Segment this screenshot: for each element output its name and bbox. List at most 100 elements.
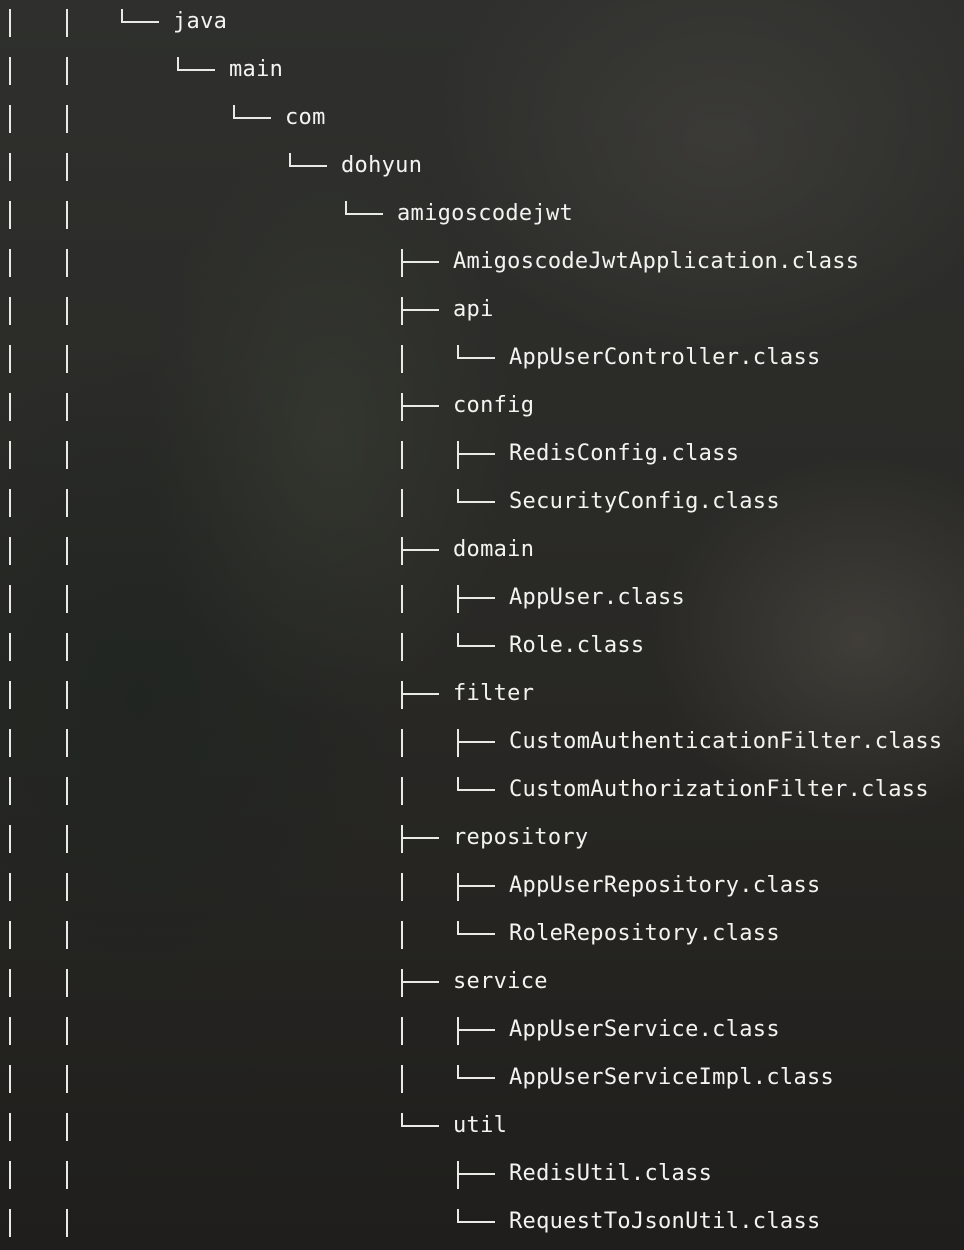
tree-row: service <box>0 960 964 1008</box>
tree-folder-name[interactable]: repository <box>453 825 589 850</box>
tree-file-name[interactable]: RedisUtil.class <box>509 1161 713 1186</box>
tree-guide-line <box>401 873 403 901</box>
tree-file-name[interactable]: AppUser.class <box>509 585 686 610</box>
tree-row: AppUserRepository.class <box>0 864 964 912</box>
tree-file-name[interactable]: RequestToJsonUtil.class <box>509 1209 821 1234</box>
tree-row: AppUserServiceImpl.class <box>0 1056 964 1104</box>
tree-file-name[interactable]: AmigoscodeJwtApplication.class <box>453 249 860 274</box>
tree-row: java <box>0 0 964 48</box>
tree-folder-name[interactable]: domain <box>453 537 535 562</box>
tree-guide-line <box>9 537 11 565</box>
tree-guide-line <box>9 153 11 181</box>
tree-guide-line <box>66 537 68 565</box>
tree-guide-line <box>66 729 68 757</box>
tree-file-name[interactable]: AppUserService.class <box>509 1017 780 1042</box>
tree-guide-line <box>9 1209 11 1237</box>
tree-row: AppUserService.class <box>0 1008 964 1056</box>
tree-file-name[interactable]: CustomAuthorizationFilter.class <box>509 777 929 802</box>
tree-folder-name[interactable]: api <box>453 297 494 322</box>
tree-row: Role.class <box>0 624 964 672</box>
tree-guide-line <box>9 345 11 373</box>
tree-guide-line <box>401 1017 403 1045</box>
tree-guide-line <box>9 489 11 517</box>
tree-file-name[interactable]: SecurityConfig.class <box>509 489 780 514</box>
tree-guide-line <box>401 345 403 373</box>
tree-row: CustomAuthenticationFilter.class <box>0 720 964 768</box>
tree-guide-line <box>401 729 403 757</box>
tree-row: SecurityConfig.class <box>0 480 964 528</box>
tree-guide-line <box>66 489 68 517</box>
tree-guide-line <box>9 585 11 613</box>
tree-guide-line <box>9 1065 11 1093</box>
tree-folder-name[interactable]: java <box>173 9 228 34</box>
tree-guide-line <box>66 681 68 709</box>
tree-row: api <box>0 288 964 336</box>
tree-guide-line <box>66 57 68 85</box>
tree-guide-line <box>401 441 403 469</box>
tree-row: RedisConfig.class <box>0 432 964 480</box>
tree-guide-line <box>66 1113 68 1141</box>
tree-guide-line <box>66 105 68 133</box>
tree-row: amigoscodejwt <box>0 192 964 240</box>
tree-guide-line <box>66 585 68 613</box>
tree-file-name[interactable]: AppUserServiceImpl.class <box>509 1065 835 1090</box>
tree-guide-line <box>9 393 11 421</box>
tree-guide-line <box>66 633 68 661</box>
tree-file-name[interactable]: RoleRepository.class <box>509 921 780 946</box>
tree-guide-line <box>9 441 11 469</box>
tree-folder-name[interactable]: main <box>229 57 284 82</box>
tree-guide-line <box>66 921 68 949</box>
tree-guide-line <box>9 201 11 229</box>
tree-guide-line <box>9 777 11 805</box>
tree-row: CustomAuthorizationFilter.class <box>0 768 964 816</box>
tree-folder-name[interactable]: com <box>285 105 326 130</box>
tree-guide-line <box>401 921 403 949</box>
tree-row: RoleRepository.class <box>0 912 964 960</box>
tree-guide-line <box>9 873 11 901</box>
tree-folder-name[interactable]: service <box>453 969 548 994</box>
tree-guide-line <box>66 345 68 373</box>
tree-guide-line <box>9 57 11 85</box>
tree-row: com <box>0 96 964 144</box>
tree-guide-line <box>9 825 11 853</box>
tree-guide-line <box>9 681 11 709</box>
tree-guide-line <box>66 777 68 805</box>
tree-file-name[interactable]: AppUserRepository.class <box>509 873 821 898</box>
tree-guide-line <box>9 297 11 325</box>
tree-folder-name[interactable]: config <box>453 393 535 418</box>
tree-guide-line <box>401 489 403 517</box>
tree-row: main <box>0 48 964 96</box>
tree-file-name[interactable]: Role.class <box>509 633 645 658</box>
tree-folder-name[interactable]: util <box>453 1113 508 1138</box>
tree-row: AppUser.class <box>0 576 964 624</box>
tree-row: config <box>0 384 964 432</box>
tree-guide-line <box>66 441 68 469</box>
tree-guide-line <box>401 777 403 805</box>
tree-row: domain <box>0 528 964 576</box>
tree-guide-line <box>401 633 403 661</box>
tree-guide-line <box>66 825 68 853</box>
tree-row: util <box>0 1104 964 1152</box>
tree-guide-line <box>66 1209 68 1237</box>
tree-file-name[interactable]: AppUserController.class <box>509 345 821 370</box>
tree-guide-line <box>66 297 68 325</box>
tree-guide-line <box>9 249 11 277</box>
tree-guide-line <box>9 105 11 133</box>
tree-row: RequestToJsonUtil.class <box>0 1200 964 1248</box>
tree-file-name[interactable]: CustomAuthenticationFilter.class <box>509 729 943 754</box>
tree-guide-line <box>9 633 11 661</box>
tree-folder-name[interactable]: filter <box>453 681 535 706</box>
tree-row: filter <box>0 672 964 720</box>
tree-guide-line <box>9 1017 11 1045</box>
tree-guide-line <box>66 393 68 421</box>
tree-folder-name[interactable]: dohyun <box>341 153 423 178</box>
tree-guide-line <box>66 1017 68 1045</box>
tree-guide-line <box>66 201 68 229</box>
tree-folder-name[interactable]: amigoscodejwt <box>397 201 574 226</box>
tree-guide-line <box>9 729 11 757</box>
tree-row: dohyun <box>0 144 964 192</box>
tree-file-name[interactable]: RedisConfig.class <box>509 441 740 466</box>
tree-guide-line <box>66 969 68 997</box>
tree-row: AppUserController.class <box>0 336 964 384</box>
